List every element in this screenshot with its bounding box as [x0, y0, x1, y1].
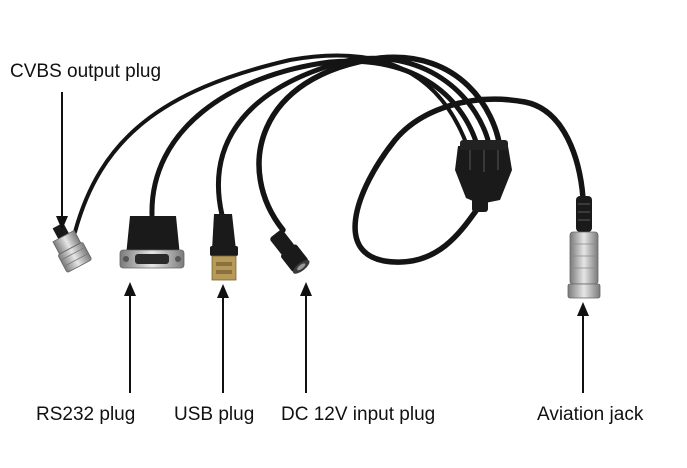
- dc-arrow: [300, 282, 312, 393]
- rs232-connector: [119, 216, 185, 269]
- aviation-connector: [567, 196, 601, 299]
- aviation-cable: [352, 96, 586, 265]
- cables: [73, 53, 586, 265]
- dc-connector: [270, 230, 310, 274]
- dc-cable: [256, 54, 503, 233]
- usb-arrow: [217, 284, 229, 393]
- cvbs-cable: [73, 53, 470, 234]
- cvbs-output-plug-label: CVBS output plug: [10, 61, 162, 82]
- rs232-arrow: [124, 282, 136, 393]
- aviation-arrow: [577, 302, 589, 393]
- dc-input-plug-label: DC 12V input plug: [281, 404, 436, 425]
- aviation-jack-label: Aviation jack: [537, 404, 644, 425]
- y-splitter: [455, 140, 512, 212]
- rs232-plug-label: RS232 plug: [36, 404, 136, 425]
- bnc-connector: [52, 222, 92, 273]
- rs232-cable: [149, 58, 481, 218]
- pointer-arrows: [56, 92, 589, 393]
- usb-connector: [210, 214, 238, 281]
- usb-plug-label: USB plug: [174, 404, 255, 425]
- cvbs-arrow: [56, 92, 68, 230]
